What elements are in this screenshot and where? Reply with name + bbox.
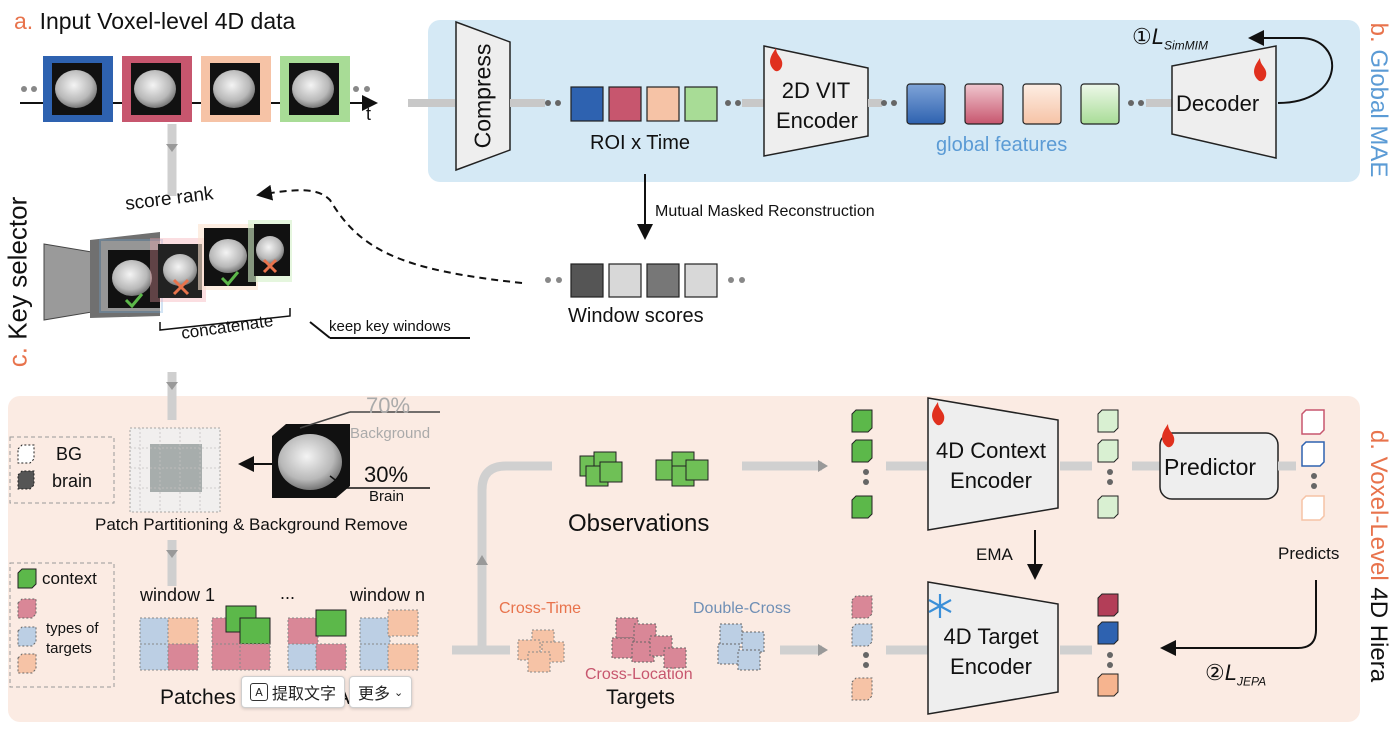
target-tokens [851,595,873,701]
global-features-label: global features [936,134,1068,156]
window-score-tokens [570,263,718,298]
keep-key-windows-label: keep key windows [329,318,451,335]
window-n-label: window n [350,585,426,605]
target-encoder-block [927,581,1059,715]
decoder-label: Decoder [1176,91,1260,116]
vit-encoder-block [763,45,869,157]
mutual-reconstruction-label: Mutual Masked Reconstruction [655,203,875,220]
cross-time-label: Cross-Time [499,600,582,617]
compress-label: Compress [469,43,496,149]
background-label: Background [350,425,431,442]
legend-context-targets [9,562,115,688]
predictor-label: Predictor [1164,454,1257,480]
cross-location-label: Cross-Location [585,666,693,683]
legend-context-text: context [42,569,97,588]
global-feature-tokens [906,83,1120,125]
roi-time-label: ROI x Time [590,132,691,154]
compress-block [455,20,511,172]
targets-label: Targets [606,686,675,709]
roi-tokens [570,86,718,122]
section-d-title: d. Voxel-Level 4D Hiera [1365,429,1392,683]
fire-icon [770,48,783,72]
chevron-down-icon: ⌄ [394,685,404,699]
context-encoder-block [927,397,1059,531]
jepa-loss-label: ②LJEPA [1205,660,1267,689]
observation-cubes [579,451,709,487]
text-selection-toolbar: A 提取文字 更多 ⌄ [241,676,413,708]
legend-bg-text: BG [56,444,83,464]
patch-grid [129,427,221,513]
prediction-tokens [1301,409,1325,521]
more-button[interactable]: 更多 ⌄ [349,676,413,708]
fire-icon [932,402,945,426]
legend-bg-brain [9,436,115,504]
encoded-context-tokens [1097,409,1119,519]
snowflake-icon [928,594,952,618]
input-frame-1 [43,56,113,122]
patch-partition-label: Patch Partitioning & Background Remove [95,515,408,534]
background-percent: 70% [366,393,411,418]
legend-brain-text: brain [52,471,93,491]
input-frame-2 [122,56,192,122]
input-frame-3 [201,56,271,122]
predicts-label: Predicts [1278,544,1340,563]
section-c-title: c. Key selector [2,196,33,368]
brain-label: Brain [369,488,405,505]
text-scan-icon: A [250,683,268,701]
input-frame-4 [280,56,350,122]
window-scores-label: Window scores [568,305,704,327]
more-label: 更多 [358,684,391,703]
time-axis-label: t [366,104,372,124]
window-1-label: window 1 [140,585,216,605]
section-a-title: a. Input Voxel-level 4D data [14,8,296,34]
simmim-loss-label: ①LSimMIM [1132,24,1208,53]
brain-volume [272,411,440,498]
window-cubes [139,605,419,671]
fire-icon [1162,424,1175,448]
section-b-title: b. Global MAE [1365,22,1392,178]
observations-label: Observations [568,510,710,537]
context-tokens [851,409,873,519]
ema-label: EMA [976,545,1013,564]
window-ellipsis: ... [280,583,296,603]
decoder-block [1171,45,1277,159]
encoded-target-tokens [1097,593,1119,697]
extract-text-button[interactable]: A 提取文字 [241,676,346,708]
target-cubes [517,617,765,673]
fire-icon [1254,58,1267,82]
double-cross-label: Double-Cross [693,600,791,617]
key-selector-stack [43,220,470,339]
brain-percent: 30% [364,462,409,487]
patches-label: Patches [160,686,236,709]
extract-text-label: 提取文字 [272,684,337,703]
